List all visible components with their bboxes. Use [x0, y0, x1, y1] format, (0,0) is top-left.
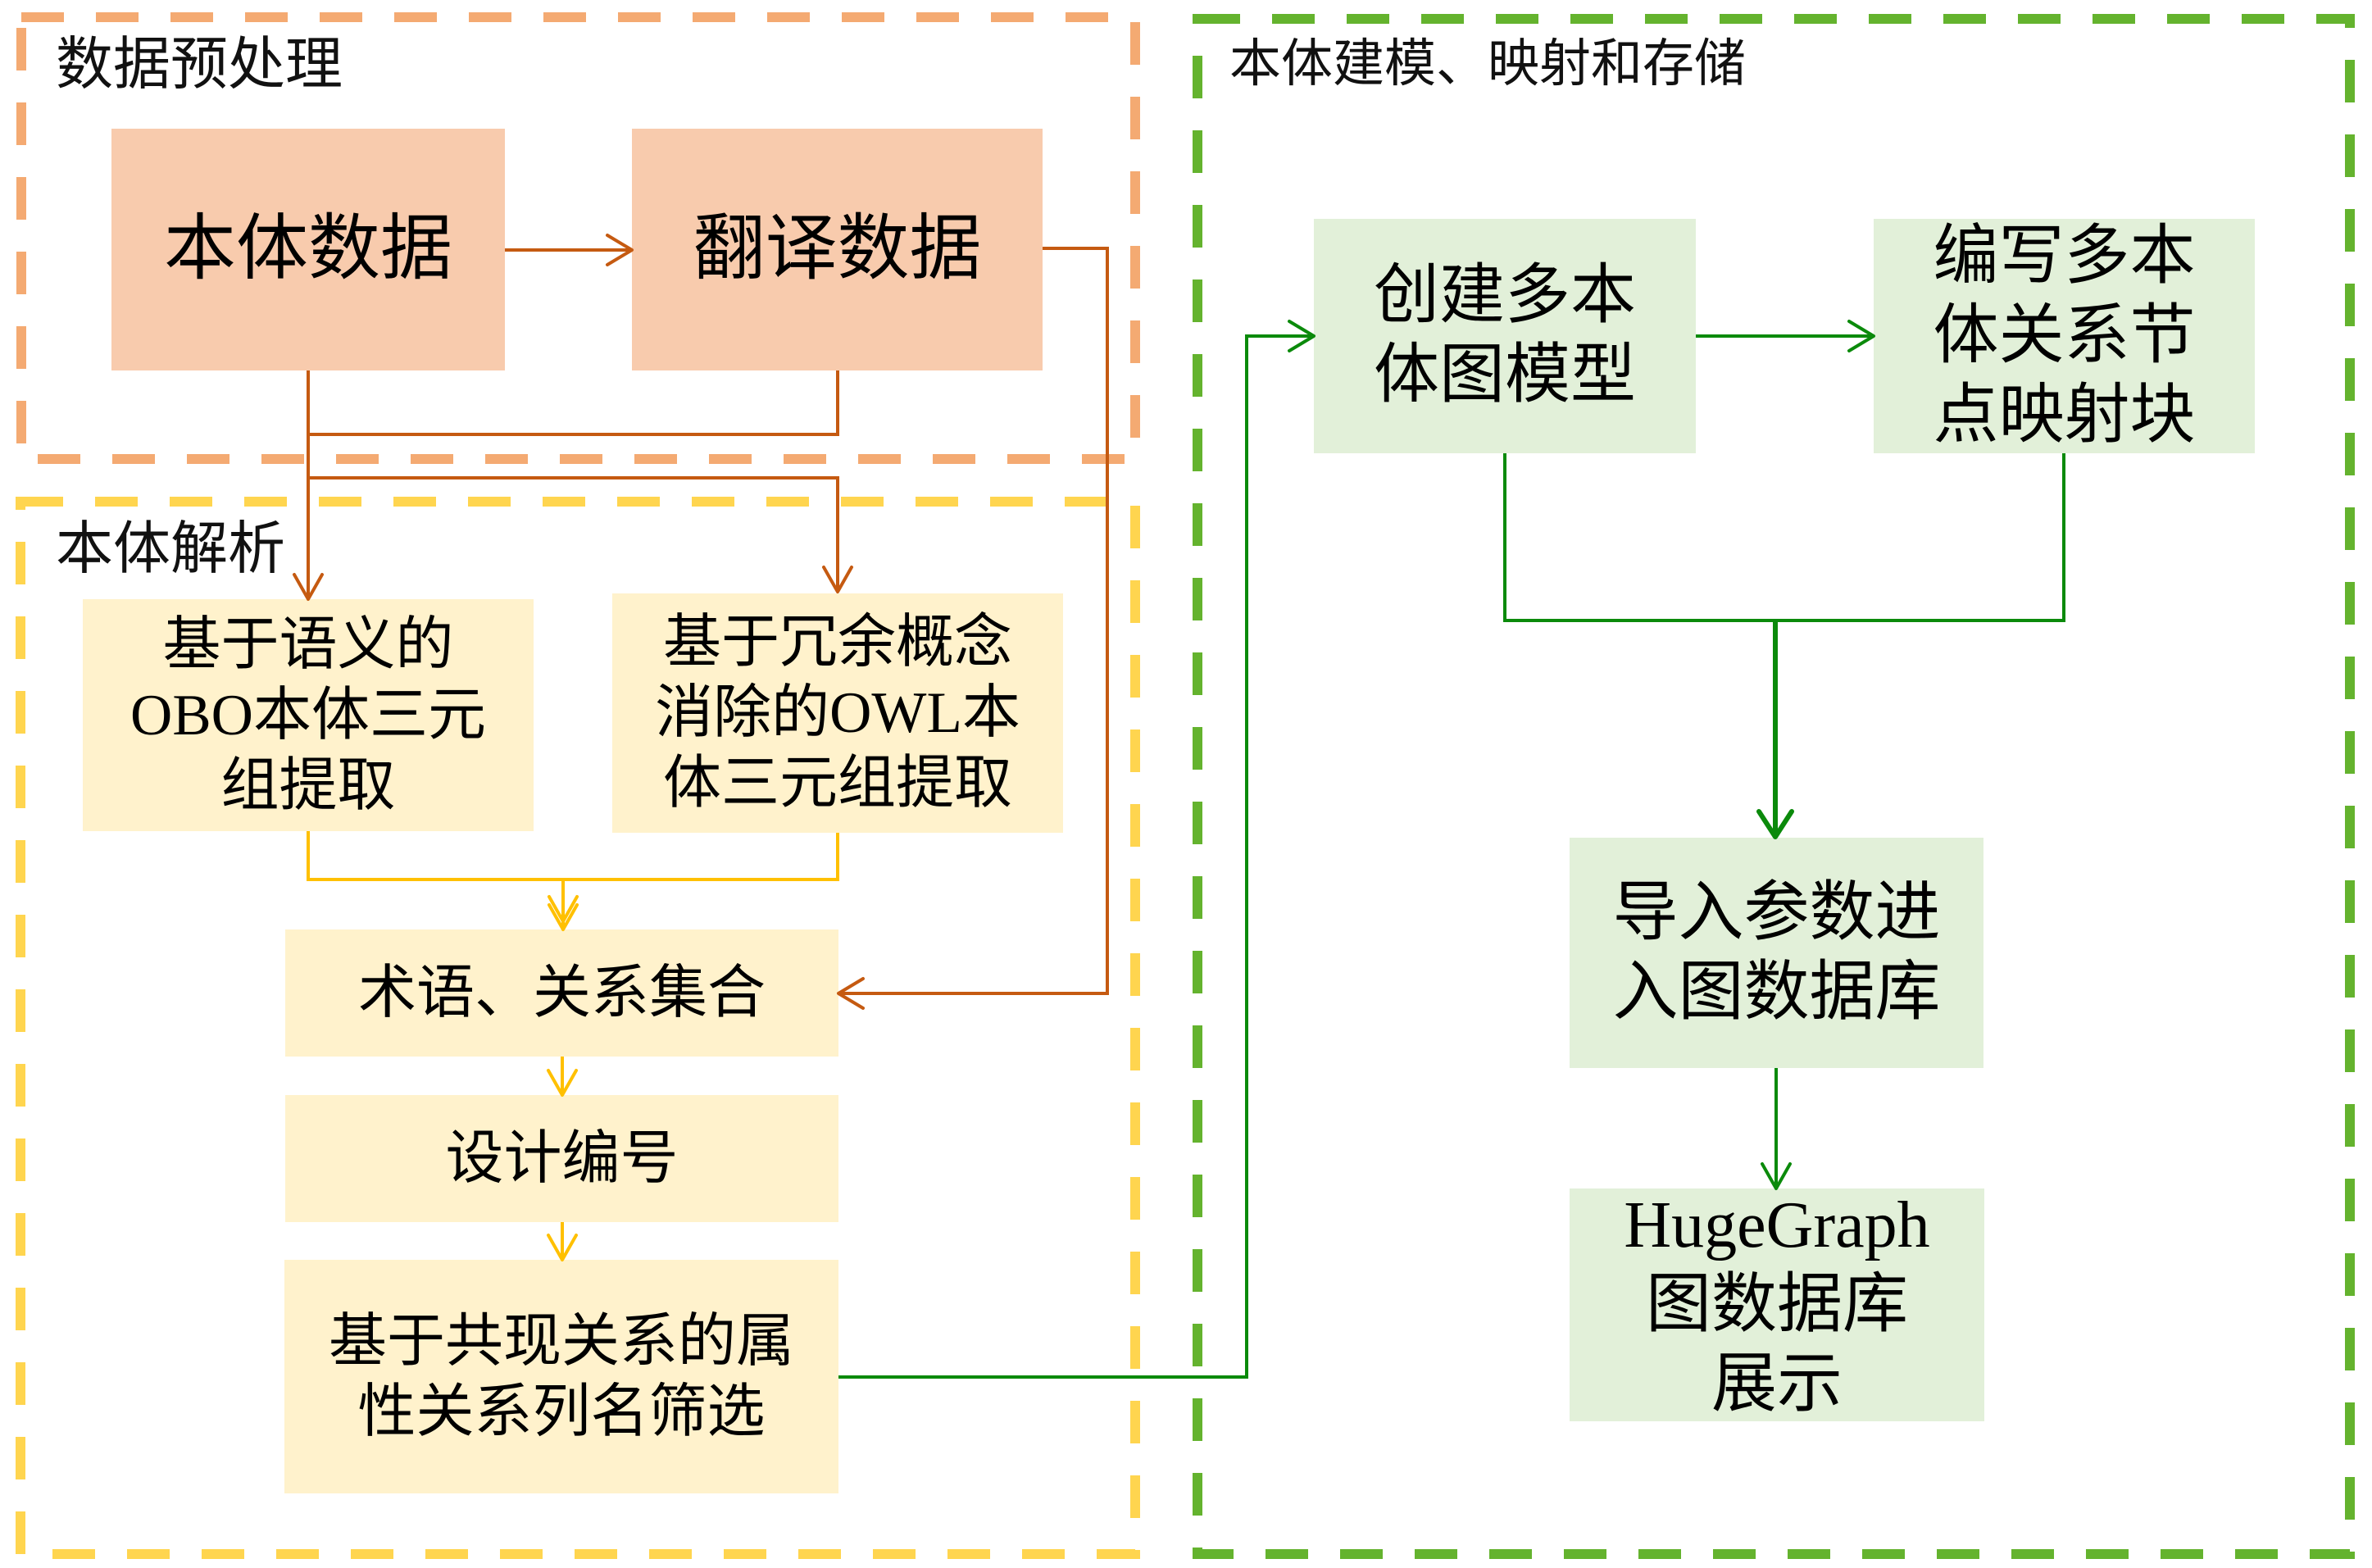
term-relation-set-box[interactable]: 术语、关系集合	[285, 929, 838, 1057]
parsing-title: 本体解析	[56, 518, 285, 581]
arrow-down-icon	[822, 566, 853, 593]
edge-filter-to-create-model	[838, 320, 1316, 1379]
box-label: 展示	[1711, 1348, 1843, 1420]
edge-translate-merge	[308, 370, 839, 436]
arrow-down-icon	[548, 903, 579, 931]
edge-import-to-hugegraph	[1761, 1068, 1792, 1190]
edge-models-merge	[1503, 453, 2065, 622]
box-label: 编写多本	[1933, 220, 2196, 293]
box-label: HugeGraph	[1624, 1188, 1930, 1261]
edge-merge-to-owl	[308, 476, 853, 593]
ontology-data-box[interactable]: 本体数据	[111, 129, 505, 370]
arrow-right-icon	[606, 234, 634, 266]
box-label: 导入参数进	[1612, 876, 1941, 949]
box-label: 体图模型	[1374, 339, 1636, 411]
box-label: 基于共现关系的属	[328, 1309, 794, 1374]
arrow-down-icon	[548, 895, 579, 923]
box-label: 术语、关系集合	[357, 961, 766, 1025]
arrow-right-icon	[1288, 320, 1316, 352]
preprocessing-frame	[16, 12, 1140, 464]
box-label: 性关系列名筛选	[357, 1379, 766, 1444]
hugegraph-display-box[interactable]: HugeGraph 图数据库 展示	[1570, 1188, 1984, 1421]
design-numbering-box[interactable]: 设计编号	[285, 1095, 838, 1222]
create-graph-model-box[interactable]: 创建多本 体图模型	[1314, 219, 1696, 453]
write-mapping-box[interactable]: 编写多本 体关系节 点映射块	[1874, 219, 2255, 453]
parsing-frame	[16, 497, 1140, 1559]
arrow-down-icon	[293, 573, 324, 601]
box-label: 翻译数据	[693, 209, 982, 289]
arrow-left-icon	[837, 977, 865, 1010]
cooccurrence-filter-box[interactable]: 基于共现关系的属 性关系列名筛选	[284, 1260, 838, 1493]
edge-create-to-write	[1696, 320, 1875, 352]
edge-design-to-filter	[547, 1222, 578, 1261]
edge-ontology-to-translate	[505, 234, 634, 266]
box-label: 体三元组提取	[662, 752, 1012, 816]
edge-extracts-merge	[307, 831, 839, 881]
edge-term-set-to-design	[547, 1057, 578, 1097]
preprocessing-title: 数据预处理	[56, 34, 343, 97]
arrow-down-icon	[547, 1234, 578, 1261]
box-label: 入图数据库	[1612, 956, 1941, 1029]
edge-merge-to-import	[1756, 620, 1794, 839]
box-label: 本体数据	[163, 209, 452, 289]
box-label: 组提取	[220, 753, 396, 818]
box-label: 基于冗余概念	[662, 611, 1012, 675]
edge-translate-to-term-set	[837, 247, 1109, 1010]
box-label: 消除的OWL本	[655, 681, 1020, 745]
modeling-title: 本体建模、映射和存储	[1229, 35, 1746, 93]
box-label: 图数据库	[1646, 1268, 1908, 1341]
arrow-down-icon	[1756, 809, 1794, 839]
arrow-right-icon	[1847, 320, 1875, 352]
arrow-down-icon	[1761, 1162, 1792, 1190]
owl-extract-box[interactable]: 基于冗余概念 消除的OWL本 体三元组提取	[612, 593, 1063, 833]
box-label: OBO本体三元	[130, 683, 486, 748]
edge-ontology-to-obo	[293, 370, 324, 601]
box-label: 基于语义的	[162, 612, 454, 677]
box-label: 设计编号	[445, 1126, 679, 1191]
obo-extract-box[interactable]: 基于语义的 OBO本体三元 组提取	[83, 599, 534, 831]
box-label: 创建多本	[1374, 260, 1636, 332]
box-label: 体关系节	[1933, 299, 2196, 372]
box-label: 点映射块	[1933, 379, 2196, 452]
edge-merge-to-term-set	[548, 879, 579, 931]
translate-data-box[interactable]: 翻译数据	[632, 129, 1043, 370]
arrow-down-icon	[547, 1069, 578, 1097]
import-params-box[interactable]: 导入参数进 入图数据库	[1570, 838, 1983, 1068]
